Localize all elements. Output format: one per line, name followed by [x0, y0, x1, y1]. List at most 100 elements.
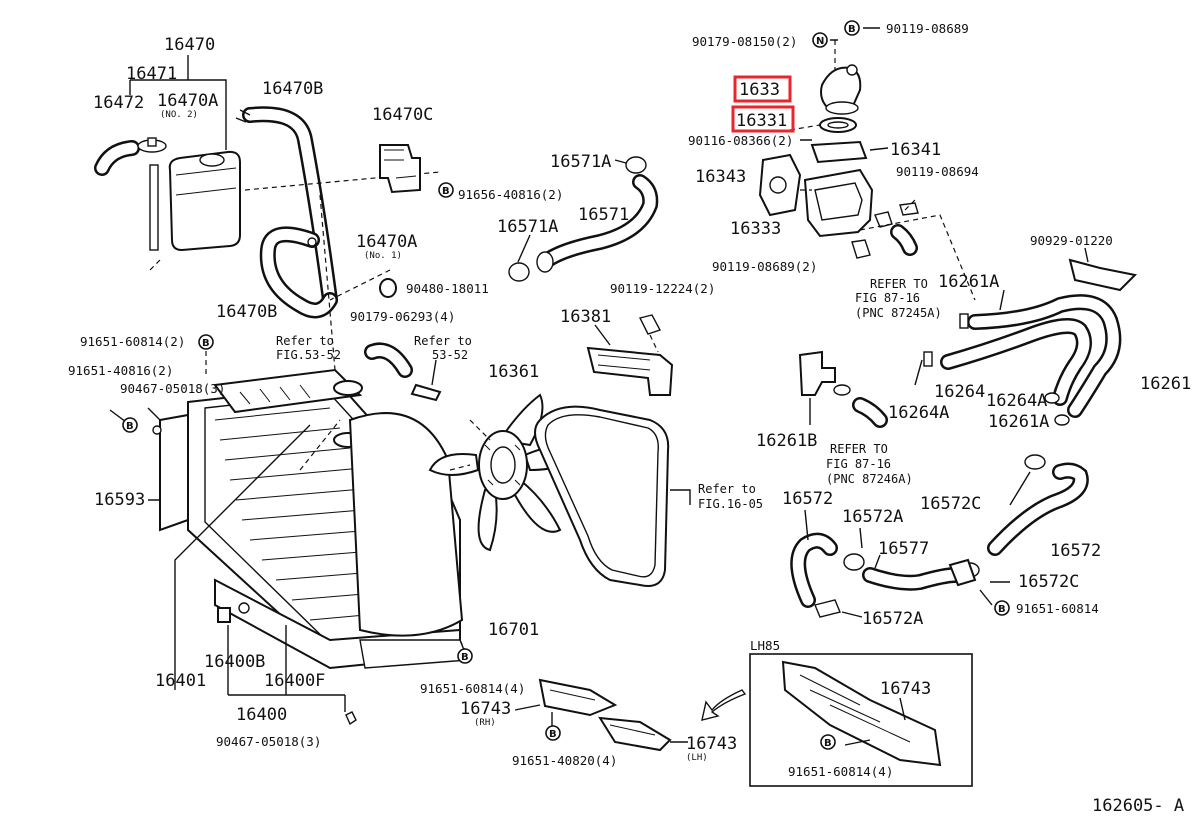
clamp-16261a[interactable] [959, 313, 969, 329]
clamp-16572c[interactable] [1024, 454, 1046, 470]
label-16743-rh: 16743 [460, 699, 511, 719]
label-16400: 16400 [236, 705, 287, 725]
highlight-box-16331[interactable] [731, 105, 795, 133]
upper-hose-group [508, 156, 659, 282]
svg-text:B: B [824, 738, 832, 749]
radiator-cap[interactable] [333, 380, 363, 396]
label-16264a-r: 16264A [986, 391, 1047, 411]
highlight-box-1633x[interactable] [733, 75, 792, 103]
label-no2: (NO. 2) [160, 110, 198, 120]
label-16572a-top: 16572A [842, 507, 903, 527]
label-rh: (RH) [474, 718, 496, 728]
label-90119-08689-2: 90119-08689(2) [712, 259, 817, 274]
svg-text:B: B [998, 604, 1006, 615]
label-16470a-top: 16470A [157, 91, 218, 111]
svg-text:B: B [442, 186, 450, 197]
v-belt[interactable] [534, 405, 670, 587]
reservoir-tank[interactable] [168, 150, 241, 252]
diagram-id: 162605- A [1092, 796, 1184, 816]
label-91651-40820: 91651-40820(4) [512, 753, 617, 768]
water-outlet-16331[interactable] [820, 66, 862, 112]
label-16400b: 16400B [204, 652, 265, 672]
label-16470b-top: 16470B [262, 79, 323, 99]
label-16471: 16471 [126, 64, 177, 84]
under-cover-group [514, 653, 973, 787]
ref-87245-line1: REFER TO [870, 277, 928, 291]
label-16381: 16381 [560, 307, 611, 327]
ref-87245-line2: FIG 87-16 [855, 291, 920, 305]
label-90116: 90116-08366(2) [688, 133, 793, 148]
label-91656: 91656-40816(2) [458, 187, 563, 202]
fan-group [348, 314, 691, 669]
label-16571: 16571 [578, 205, 629, 225]
ref-53-52-a-line1: Refer to [276, 334, 334, 348]
label-16361: 16361 [488, 362, 539, 382]
label-16470: 16470 [164, 35, 215, 55]
label-16572c: 16572C [1018, 572, 1079, 592]
ref-16-05-line1: Refer to [698, 482, 756, 496]
svg-text:B: B [461, 652, 469, 663]
label-16571a-top: 16571A [550, 152, 611, 172]
reservoir-group [94, 55, 441, 371]
clamp-16571a-top[interactable] [625, 156, 647, 174]
label-16577: 16577 [878, 539, 929, 559]
label-16470c: 16470C [372, 105, 433, 125]
label-16470b: 16470B [216, 302, 277, 322]
svg-text:B: B [549, 729, 557, 740]
ref-53-52-a-line2: FIG.53-52 [276, 348, 341, 362]
clamp-16572a[interactable] [843, 553, 865, 571]
label-16572-r: 16572 [1050, 541, 1101, 561]
label-90467-a: 90467-05018(3) [120, 381, 225, 396]
label-16331: 16331 [736, 111, 787, 131]
label-90179-08150: 90179-08150(2) [692, 34, 797, 49]
label-lh85: LH85 [750, 638, 780, 653]
clip-90929[interactable] [1068, 258, 1138, 292]
label-16572c-top: 16572C [920, 494, 981, 514]
bypass-hose-group [790, 454, 1089, 618]
label-91651-60814-r: 91651-60814 [1016, 601, 1099, 616]
label-16343: 16343 [695, 167, 746, 187]
svg-text:B: B [202, 338, 210, 349]
label-90119-12224: 90119-12224(2) [610, 281, 715, 296]
label-16261b: 16261B [756, 431, 817, 451]
pipe-16577[interactable] [948, 558, 977, 587]
label-91651-40816-2: 91651-40816(2) [68, 363, 173, 378]
label-16333: 16333 [730, 219, 781, 239]
ref-87246-line1: REFER TO [830, 442, 888, 456]
label-16401: 16401 [155, 671, 206, 691]
badges: B N B B B B B B B [122, 20, 1010, 750]
label-91651-60814-4: 91651-60814(4) [420, 681, 525, 696]
label-16701: 16701 [488, 620, 539, 640]
label-16264: 16264 [934, 382, 985, 402]
bracket-16470c[interactable] [379, 144, 421, 194]
grommet-90480[interactable] [379, 278, 397, 298]
bracket-16381[interactable] [586, 346, 674, 396]
label-16572-l: 16572 [782, 489, 833, 509]
side-plate-16593[interactable] [159, 413, 189, 532]
label-16743-lh: 16743 [686, 734, 737, 754]
label-16571a: 16571A [497, 217, 558, 237]
heater-hose-group [798, 247, 1138, 428]
labels: 16470 16471 16472 16470A (NO. 2) 16470B … [68, 21, 1191, 816]
cover-16743-rh[interactable] [538, 678, 618, 717]
label-91651-60814-lh85: 91651-60814(4) [788, 764, 893, 779]
label-16472: 16472 [93, 93, 144, 113]
svg-text:N: N [816, 36, 824, 47]
ref-87245-line3: (PNC 87245A) [855, 306, 942, 320]
cover-16743-lh[interactable] [598, 716, 672, 752]
label-16261a-top: 16261A [938, 272, 999, 292]
ref-53-52-b-line2: 53-52 [432, 348, 468, 362]
label-90480: 90480-18011 [406, 281, 489, 296]
reservoir-cap[interactable] [199, 153, 225, 167]
label-16743-lh85: 16743 [880, 679, 931, 699]
label-16572a-bot: 16572A [862, 609, 923, 629]
svg-text:B: B [126, 421, 134, 432]
clamp-16571a[interactable] [508, 262, 530, 282]
drain-cock-16401[interactable] [217, 607, 231, 623]
fitting-16261b[interactable] [798, 350, 836, 396]
label-16341: 16341 [890, 140, 941, 160]
label-90467-b: 90467-05018(3) [216, 734, 321, 749]
label-16264a-mid: 16264A [888, 403, 949, 423]
